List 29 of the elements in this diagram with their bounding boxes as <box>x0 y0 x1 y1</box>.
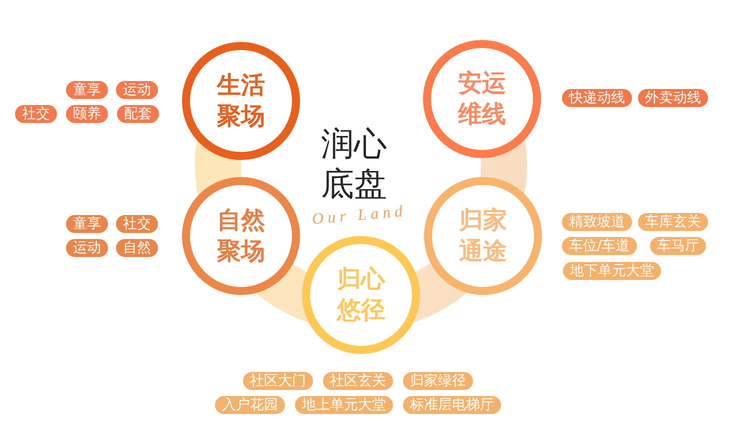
feature-tag: 运动 <box>66 239 108 257</box>
feature-tag: 社交 <box>116 215 158 233</box>
feature-tag: 自然 <box>116 239 158 257</box>
feature-tag: 外卖动线 <box>638 89 708 107</box>
feature-tag: 配套 <box>117 105 159 123</box>
circle-title: 归心悠径 <box>336 264 386 326</box>
feature-tag: 归家绿径 <box>403 372 473 390</box>
feature-tag: 地下单元大堂 <box>563 262 661 280</box>
feature-tag: 颐养 <box>66 105 108 123</box>
circle-title: 归家通途 <box>458 205 508 267</box>
feature-tag: 社交 <box>15 105 57 123</box>
center-title: 润心底盘 <box>321 124 388 204</box>
feature-tag: 童享 <box>66 215 108 233</box>
feature-tag: 车位/车道 <box>562 237 637 255</box>
feature-tag: 童享 <box>66 81 108 99</box>
feature-tag: 快递动线 <box>562 89 632 107</box>
feature-tag: 运动 <box>116 81 158 99</box>
feature-tag: 车马厅 <box>650 237 706 255</box>
feature-tag: 车库玄关 <box>638 213 708 231</box>
feature-tag: 标准层电梯厅 <box>403 396 501 414</box>
circle-title: 安运维线 <box>458 68 506 130</box>
feature-tag: 入户花园 <box>215 396 285 414</box>
feature-tag: 社区大门 <box>243 372 313 390</box>
feature-tag: 地上单元大堂 <box>295 396 393 414</box>
feature-tag: 社区玄关 <box>323 372 393 390</box>
circle-title: 生活聚场 <box>216 70 266 132</box>
feature-tag: 精致坡道 <box>562 213 632 231</box>
circle-title: 自然聚场 <box>216 205 266 267</box>
script-subtitle: Our Land <box>311 204 408 228</box>
